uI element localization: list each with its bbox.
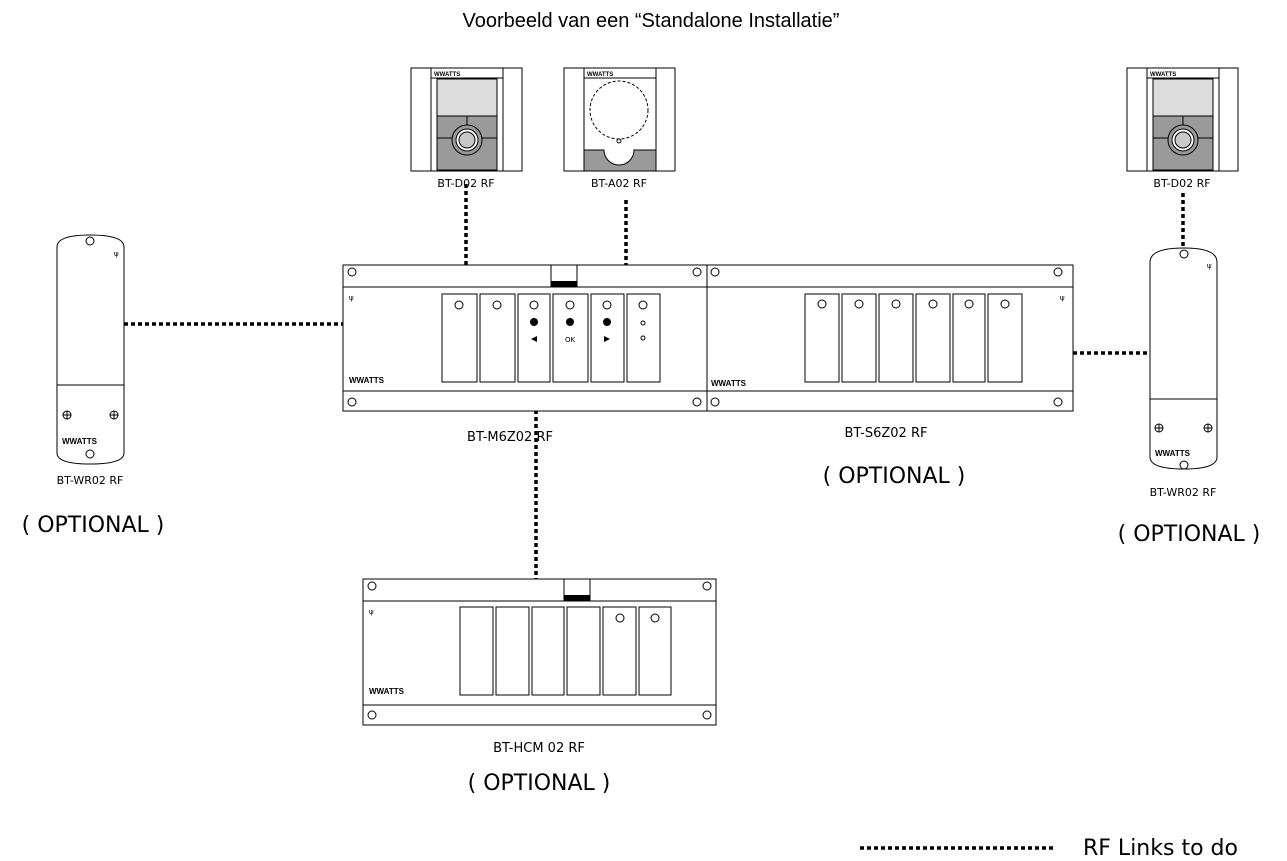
- brand-logo: WWATTS: [1150, 72, 1176, 78]
- hcm-optional: ( OPTIONAL ): [468, 771, 611, 796]
- brand-logo: WWATTS: [434, 72, 460, 78]
- brand-logo: WWATTS: [349, 376, 385, 385]
- legend: RF Links to do: [860, 836, 1238, 861]
- master-label: BT-M6Z02 RF: [467, 430, 553, 445]
- brand-logo: WWATTS: [711, 379, 747, 388]
- brand-logo: WWATTS: [587, 72, 613, 78]
- slave-unit: ψ WWATTS BT-S6Z02 RF ( OPTIONAL ): [706, 264, 1074, 489]
- diagram-title: Voorbeeld van een “Standalone Installati…: [463, 10, 840, 32]
- hcm-label: BT-HCM 02 RF: [493, 741, 585, 756]
- thermostat-digital-left: WWATTS BT-D02 RF: [410, 67, 523, 190]
- hcm-unit: ψ WWATTS BT-HCM 02 RF ( OPTIONAL ): [362, 578, 717, 796]
- repeater-left-label: BT-WR02 RF: [57, 474, 124, 487]
- thermostat-analog: WWATTS BT-A02 RF: [563, 67, 676, 190]
- legend-label: RF Links to do: [1083, 836, 1238, 861]
- thermostat-digital-right: WWATTS BT-D02 RF: [1126, 67, 1239, 190]
- rf-symbol: ψ: [1060, 294, 1065, 302]
- repeater-left: WWATTS ψ BT-WR02 RF ( OPTIONAL ): [22, 234, 165, 538]
- rf-links: [124, 184, 1185, 580]
- brand-logo: WWATTS: [62, 437, 98, 446]
- ok-button-label: OK: [565, 336, 576, 344]
- right-arrow-icon: [604, 336, 610, 342]
- rf-symbol: ψ: [114, 250, 119, 258]
- thermostat-left-label: BT-D02 RF: [437, 177, 494, 190]
- brand-logo: WWATTS: [369, 687, 405, 696]
- slave-label: BT-S6Z02 RF: [845, 426, 928, 441]
- brand-logo: WWATTS: [1155, 449, 1191, 458]
- rf-symbol: ψ: [1207, 262, 1212, 270]
- repeater-right-optional: ( OPTIONAL ): [1118, 522, 1261, 547]
- rf-symbol: ψ: [369, 608, 374, 616]
- thermostat-analog-label: BT-A02 RF: [591, 177, 647, 190]
- repeater-right: WWATTS ψ BT-WR02 RF ( OPTIONAL ): [1118, 247, 1261, 547]
- thermostat-right-label: BT-D02 RF: [1153, 177, 1210, 190]
- repeater-right-label: BT-WR02 RF: [1150, 486, 1217, 499]
- slave-optional: ( OPTIONAL ): [823, 464, 966, 489]
- master-unit: ψ WWATTS OK BT-M6Z02 RF: [342, 264, 708, 445]
- rf-symbol: ψ: [349, 294, 354, 302]
- left-arrow-icon: [531, 336, 537, 342]
- repeater-left-optional: ( OPTIONAL ): [22, 513, 165, 538]
